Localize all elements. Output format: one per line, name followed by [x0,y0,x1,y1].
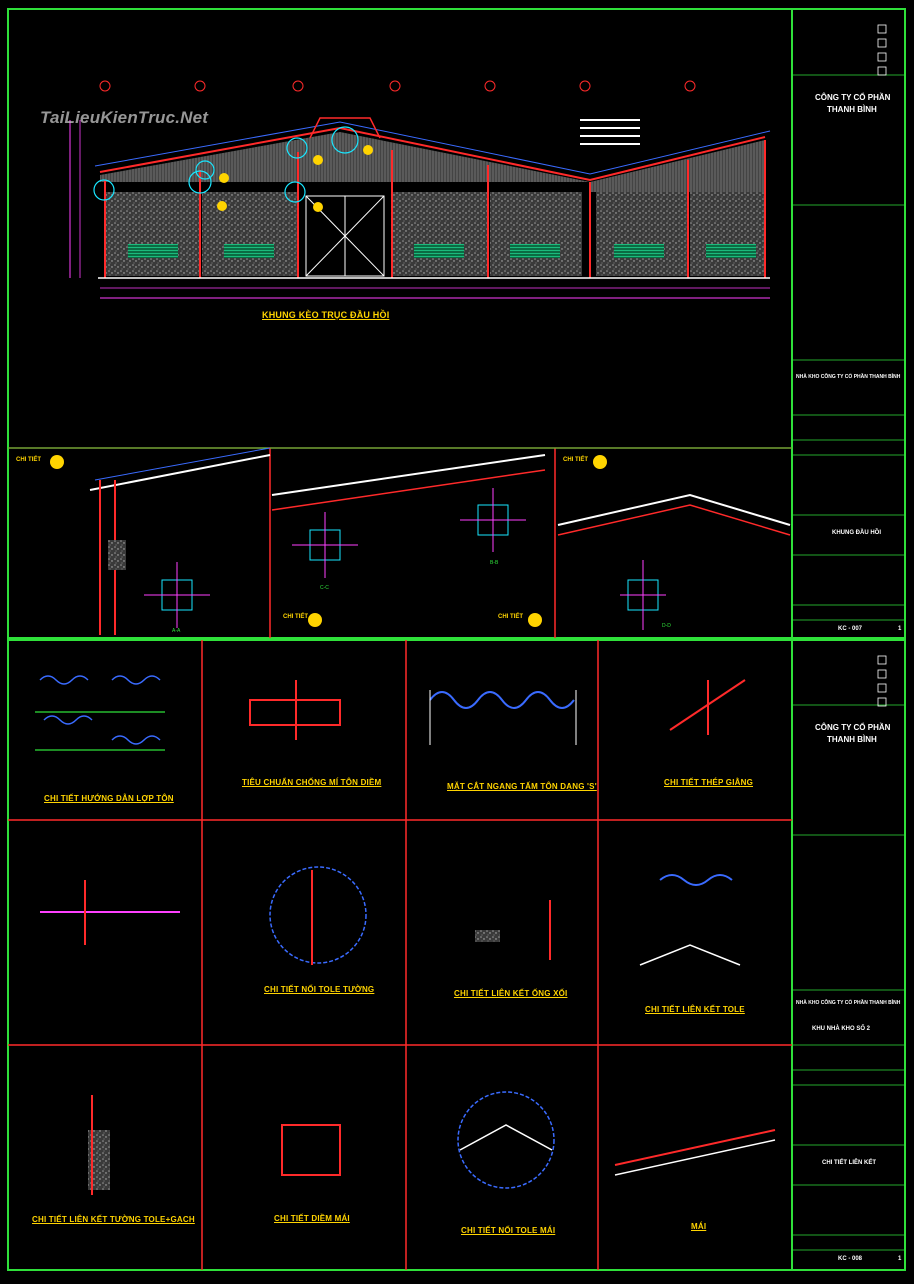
wall-louvers [128,244,756,258]
company-line1-s1: CÔNG TY CỔ PHẦN [815,93,891,102]
sheet-no-s2: KC - 008 [838,1256,863,1262]
page-s2: 1 [898,1256,902,1262]
project-s1: NHÀ KHO CÔNG TY CỔ PHẦN THANH BÌNH [796,374,901,380]
sheet-no-s1: KC - 007 [838,626,863,632]
section-label-a: A-A [172,628,181,634]
detail-title-11: CHI TIẾT NỐI TOLE MÁI [461,1226,556,1235]
main-door [305,195,385,277]
roof-left-slope [100,132,590,182]
drawing-name-s1: KHUNG ĐẦU HỒI [832,530,881,536]
title-block-lines [792,74,905,1251]
roof-right-slope [590,140,765,192]
elevation-title: KHUNG KÈO TRỤC ĐẦU HỒI [262,310,390,320]
drawing-name-s2: CHI TIẾT LIÊN KẾT [822,1160,876,1166]
detail-title-8: CHI TIẾT LIÊN KẾT TOLE [645,1005,745,1014]
detail-tag-4: CHI TIẾT [563,457,588,463]
section-label-b: B-B [490,560,499,566]
detail-grid-sketches [35,675,776,1195]
gable-frame-elevation [69,80,771,299]
detail-title-6: CHI TIẾT NỐI TOLE TƯỜNG [264,985,375,994]
building-s2: KHU NHÀ KHO SỐ 2 [812,1026,871,1032]
wall-panel-3 [392,192,488,276]
detail-title-9: CHI TIẾT LIÊN KẾT TƯỜNG TOLE+GẠCH [32,1215,195,1224]
detail-grid [8,640,792,1270]
detail-title-12: MÁI [691,1222,707,1231]
wall-panel-1 [105,192,200,276]
grid-axis-bubbles [99,80,696,92]
detail-title-3: MẶT CẮT NGANG TẤM TÔN DẠNG 'S' [447,782,597,791]
detail-title-10: CHI TIẾT DIỀM MÁI [274,1214,350,1223]
section-label-d: D-D [662,623,671,629]
page-s1: 1 [898,626,902,632]
detail-tag-3: CHI TIẾT [498,614,523,620]
detail-tag-2: CHI TIẾT [283,614,308,620]
detail-sketches [50,447,791,635]
wall-panel-4 [490,192,582,276]
wall-panel-2 [202,192,298,276]
company-line2-s2: THANH BÌNH [827,735,877,744]
detail-tag-1: CHI TIẾT [16,457,41,463]
wall-panel-5 [596,192,688,276]
company-line1-s2: CÔNG TY CỔ PHẦN [815,723,891,732]
detail-title-1: CHI TIẾT HƯỚNG DẪN LỢP TÔN [44,794,174,803]
detail-title-7: CHI TIẾT LIÊN KẾT ỐNG XỐI [454,989,568,998]
section-label-c: C-C [320,585,329,591]
detail-title-4: CHI TIẾT THÉP GIẰNG [664,778,753,787]
project-s2: NHÀ KHO CÔNG TY CỔ PHẦN THANH BÌNH [796,1000,901,1006]
company-line2-s1: THANH BÌNH [827,105,877,114]
sheet-borders [7,8,906,1271]
detail-title-2: TIÊU CHUẨN CHỐNG MÍ TÔN DIỀM [242,778,382,787]
watermark-text: TaiLieuKienTruc.Net [40,108,209,127]
wall-panel-6 [690,192,765,276]
